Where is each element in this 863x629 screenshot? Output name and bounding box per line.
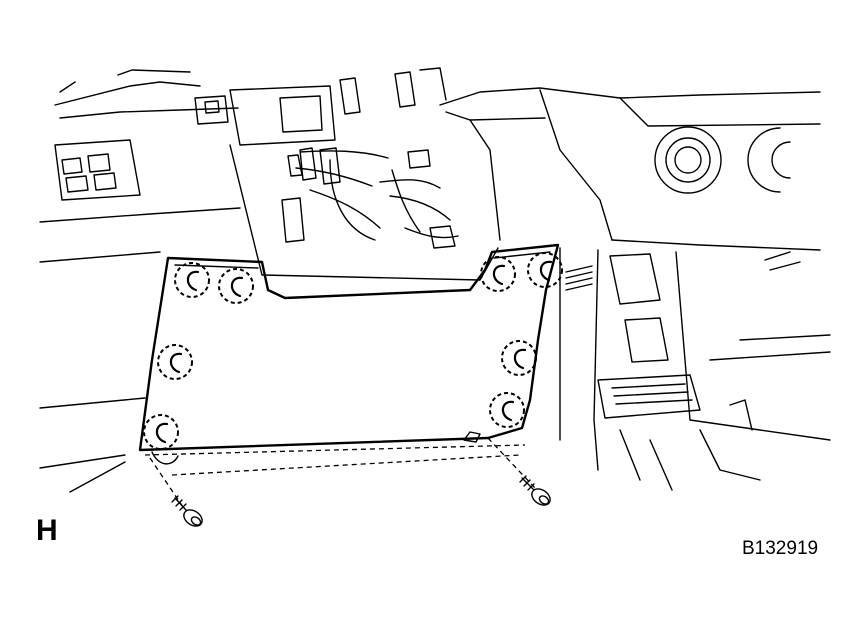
view-label: H xyxy=(36,514,58,547)
clip-markers xyxy=(143,252,563,450)
clip-icon xyxy=(218,268,254,304)
clip-icon xyxy=(527,252,563,288)
clip-icon xyxy=(157,344,193,380)
screw-guides xyxy=(144,431,536,511)
dashboard-structure xyxy=(39,67,831,493)
screw-icon xyxy=(519,475,551,506)
lower-panel-cover xyxy=(138,243,560,452)
figure-code: B132919 xyxy=(742,538,819,559)
clip-icon xyxy=(501,340,537,376)
clip-icon xyxy=(480,256,516,292)
clip-icon xyxy=(174,262,210,298)
clip-icon xyxy=(489,392,525,428)
clip-icon xyxy=(143,414,179,450)
screw-icon xyxy=(171,495,203,527)
